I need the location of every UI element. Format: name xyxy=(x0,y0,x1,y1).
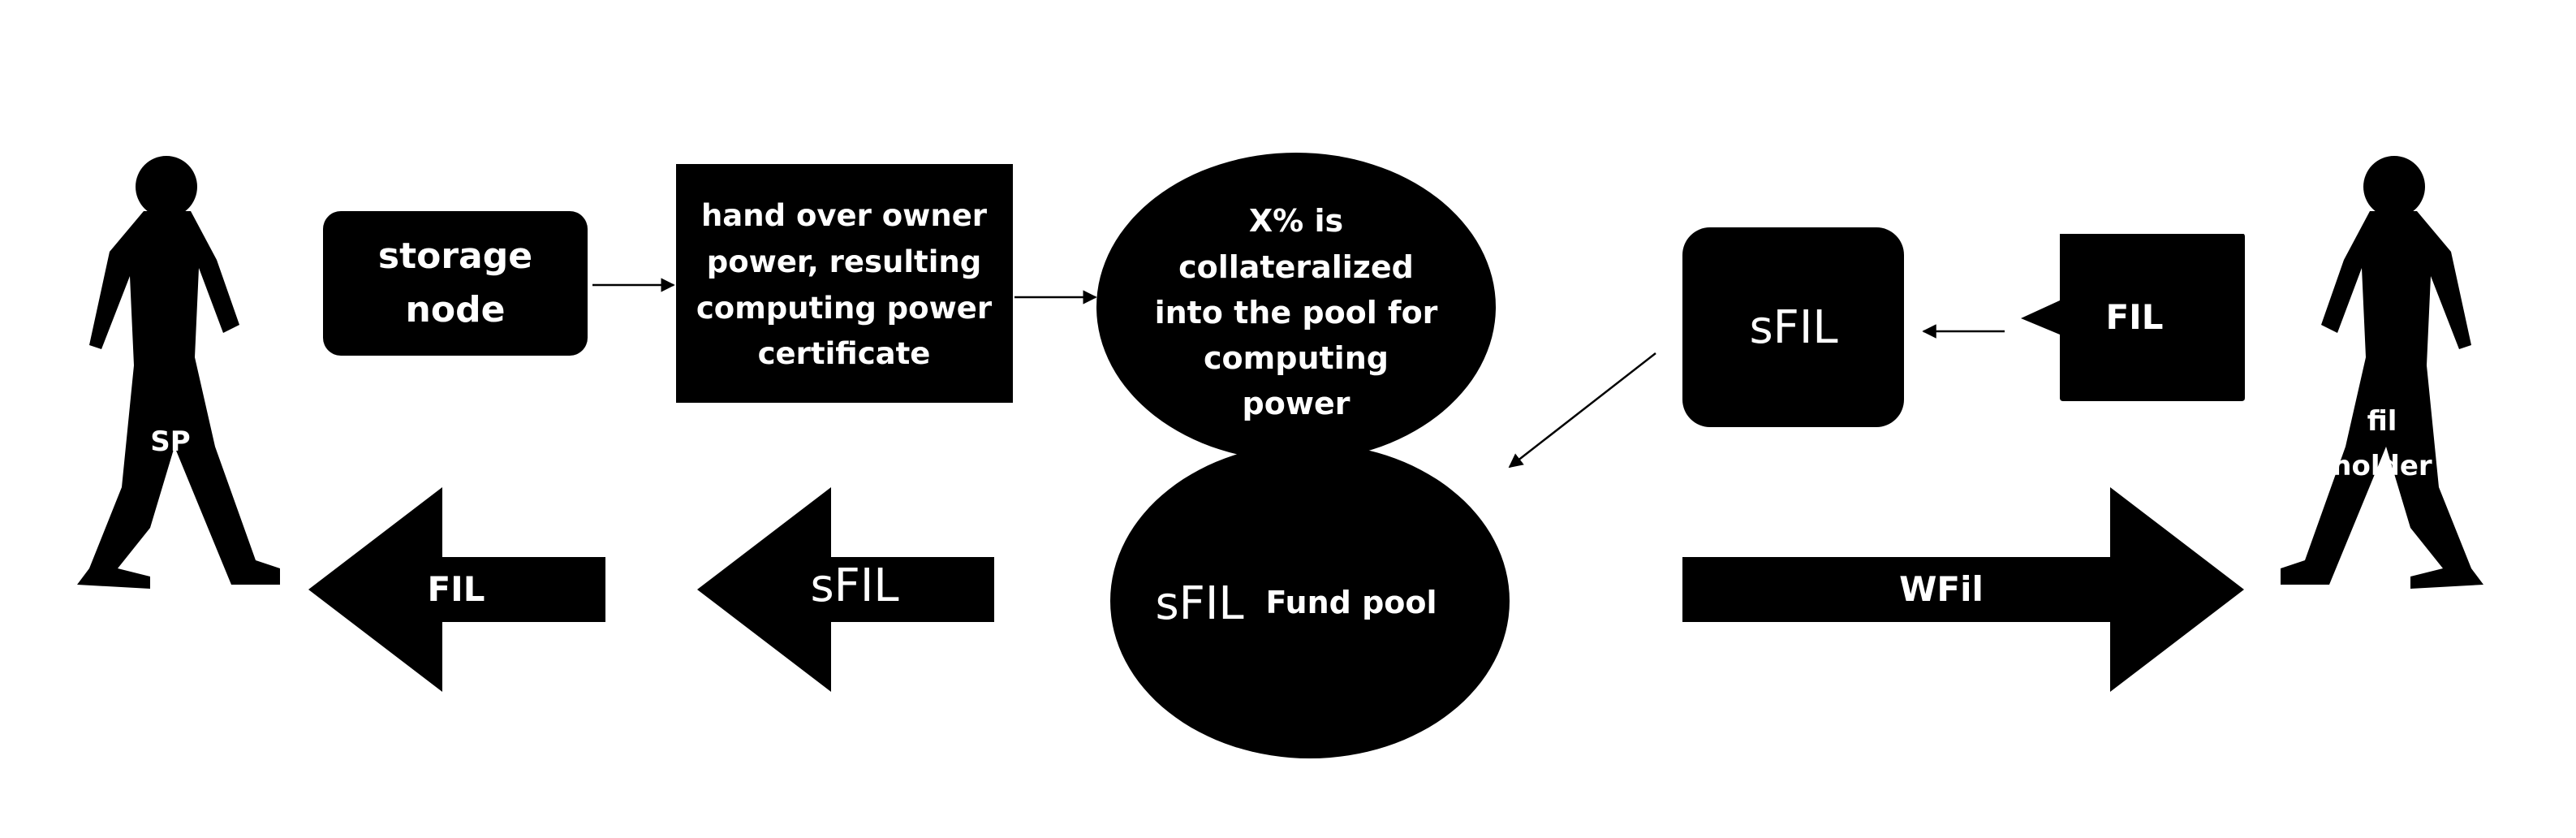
fund-pool-ellipse: sFIL Fund pool xyxy=(1110,443,1510,758)
fil-callout-label: FIL xyxy=(2105,297,2163,337)
collateral-line1: X% is xyxy=(1249,203,1343,239)
storage-node-line1: storage xyxy=(378,235,532,277)
left-arrow-sfil: sFIL xyxy=(697,487,994,692)
storage-node-line2: node xyxy=(406,289,506,330)
handover-line1: hand over owner xyxy=(701,198,988,233)
connector-sfil-to-fund-pool xyxy=(1508,352,1656,469)
storage-node-box: storage node xyxy=(323,211,588,356)
fil-holder-label-line2: holder xyxy=(2332,450,2432,482)
sfil-box: sFIL xyxy=(1682,227,1904,427)
right-arrow-wfil-label: WFil xyxy=(1899,569,1984,609)
fil-holder-person-icon xyxy=(2281,156,2483,589)
collateral-line3: into the pool for xyxy=(1155,295,1438,330)
collateral-line5: power xyxy=(1243,386,1350,421)
collateral-line4: computing xyxy=(1204,340,1389,376)
sfil-box-label: sFIL xyxy=(1749,301,1837,354)
fil-callout-box: FIL xyxy=(2021,234,2245,401)
handover-line3: computing power xyxy=(696,291,993,326)
handover-line2: power, resulting xyxy=(707,244,982,279)
fund-pool-token: sFIL xyxy=(1155,577,1243,630)
left-arrow-fil: FIL xyxy=(308,487,605,692)
left-arrow-fil-label: FIL xyxy=(427,569,485,609)
handover-line4: certificate xyxy=(758,336,931,371)
fil-holder-label-line1: fil xyxy=(2367,405,2397,438)
left-arrow-sfil-label: sFIL xyxy=(810,559,898,612)
fund-pool-label: Fund pool xyxy=(1265,585,1437,620)
sp-person-icon xyxy=(77,156,280,589)
collateral-line2: collateralized xyxy=(1178,249,1414,285)
right-arrow-wfil: WFil xyxy=(1682,487,2244,692)
sp-label: SP xyxy=(150,425,190,458)
handover-box: hand over owner power, resulting computi… xyxy=(676,164,1013,403)
collateral-ellipse: X% is collateralized into the pool for c… xyxy=(1096,153,1496,461)
